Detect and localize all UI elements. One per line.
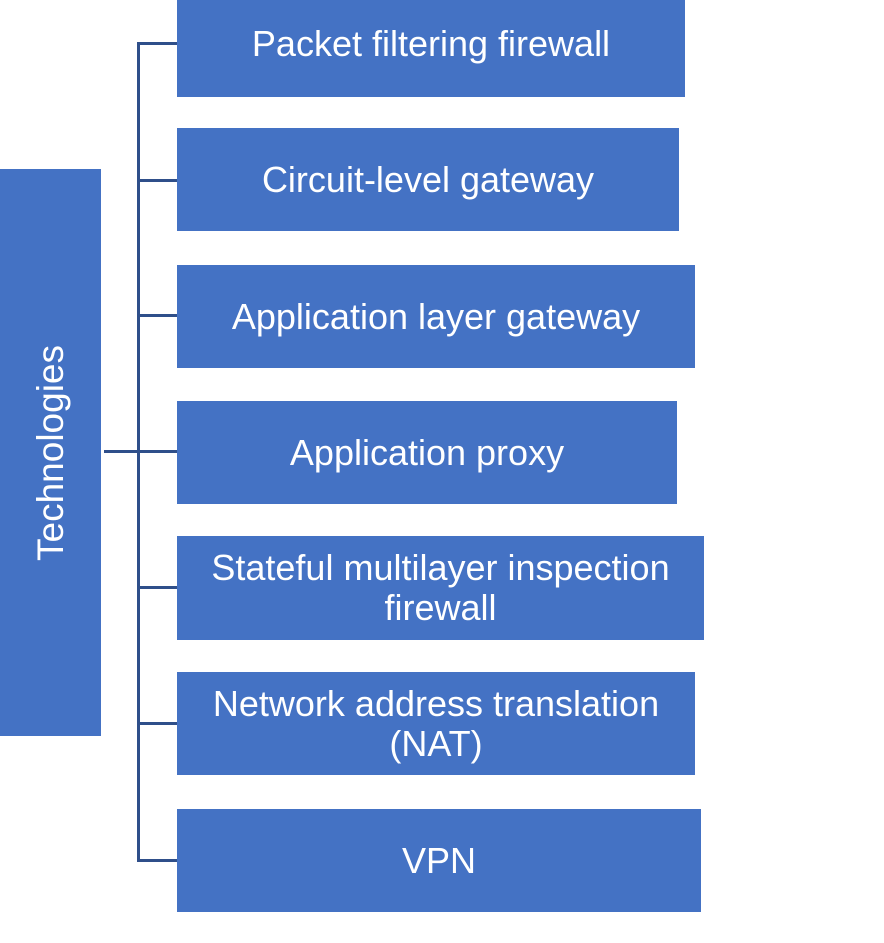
node-label: Stateful multilayer inspection firewall — [211, 547, 670, 628]
node-label: Packet filtering firewall — [251, 22, 611, 64]
branch-connector-1 — [137, 42, 177, 45]
node-stateful-multilayer-inspection-firewall: Stateful multilayer inspection firewall — [177, 536, 704, 640]
branch-connector-2 — [137, 179, 177, 182]
root-node-technologies: Technologies — [0, 169, 101, 736]
node-network-address-translation: Network address translation (NAT) — [177, 672, 695, 775]
branch-connector-7 — [137, 859, 177, 862]
branch-connector-3 — [137, 314, 177, 317]
node-vpn: VPN — [177, 809, 701, 912]
node-label: Network address translation (NAT) — [212, 682, 660, 764]
node-application-layer-gateway: Application layer gateway — [177, 265, 695, 368]
root-connector — [104, 450, 138, 453]
root-node-label: Technologies — [29, 344, 71, 561]
branch-connector-4 — [137, 450, 177, 453]
branch-connector-6 — [137, 722, 177, 725]
node-label: Application layer gateway — [231, 295, 641, 337]
branch-connector-5 — [137, 586, 177, 589]
node-label: Application proxy — [289, 431, 565, 473]
node-application-proxy: Application proxy — [177, 401, 677, 504]
node-circuit-level-gateway: Circuit-level gateway — [177, 128, 679, 231]
node-label: Circuit-level gateway — [261, 158, 595, 200]
node-packet-filtering-firewall: Packet filtering firewall — [177, 0, 685, 97]
node-label: VPN — [401, 839, 477, 881]
